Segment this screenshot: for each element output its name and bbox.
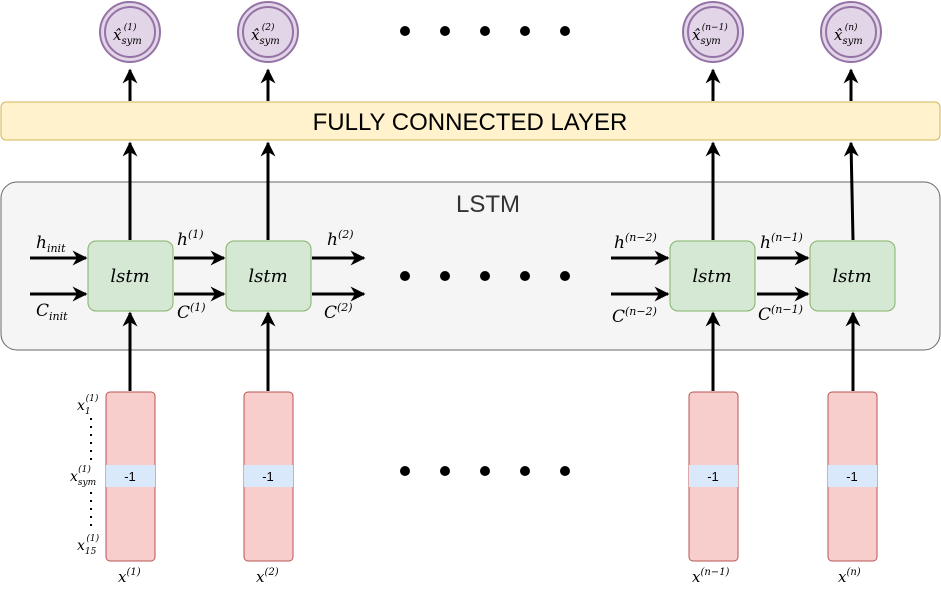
lstm-block-label: LSTM (456, 191, 520, 218)
lstm-cell-2 (225, 240, 312, 312)
element-label-last: x15(1) (77, 533, 100, 557)
ellipsis-dot (560, 271, 570, 281)
input-vector-n-1-label: x(n−1) (692, 567, 730, 586)
ellipsis-dot (400, 466, 410, 476)
output-label-2: x̂sym(2) (251, 22, 280, 47)
ellipsis-dot (400, 26, 410, 36)
input-element-labels: x1(1) xsym(1) x15(1) (70, 393, 100, 557)
c2-label: C(2) (324, 301, 353, 323)
fully-connected-layer (0, 101, 941, 141)
output-node-1 (99, 1, 161, 63)
ellipsis-dot (440, 271, 450, 281)
input-to-cell-arrows (122, 311, 861, 391)
output-node-2-inner (242, 6, 294, 58)
output-label-n-1: x̂sym(n−1) (692, 22, 728, 47)
lstm-cells: lstm lstm lstm lstm (87, 240, 896, 312)
lstm-cell-2-label: lstm (248, 266, 287, 287)
lstm-cell-n-1 (669, 240, 756, 312)
output-nodes: x̂sym(1) x̂sym(2) x̂sym(n−1) x̂sym(n) (99, 1, 882, 63)
sym-marker-1-value: -1 (124, 469, 136, 484)
sym-marker-n-value: -1 (846, 469, 858, 484)
h2-label: h(2) (327, 228, 354, 250)
sym-marker-1 (106, 465, 155, 487)
lstm-cell-n (809, 240, 896, 312)
sym-marker-n-1-value: -1 (707, 469, 719, 484)
input-vector-n-label: x(n) (838, 567, 861, 586)
lstm-cell-1-label: lstm (110, 266, 149, 287)
ellipsis-dot (480, 466, 490, 476)
output-label-1: x̂sym(1) (113, 22, 142, 47)
lstm-cell-1 (87, 240, 174, 312)
sym-marker-2 (244, 465, 293, 487)
c-init-label: Cinit (36, 301, 68, 323)
ellipsis-dot (440, 466, 450, 476)
cn2-label: C(n−2) (612, 305, 657, 327)
state-labels: hinit Cinit h(1) C(1) h(2) C(2) h(n−2) C… (36, 228, 803, 327)
sym-marker-2-value: -1 (262, 469, 274, 484)
ellipsis-dots (400, 26, 570, 476)
output-node-n-1-inner (687, 6, 739, 58)
c1-label: C(1) (177, 301, 206, 323)
output-node-n-1 (682, 1, 744, 63)
element-label-sym: xsym(1) (70, 464, 96, 488)
h1-label: h(1) (177, 228, 204, 250)
ellipsis-dot (480, 26, 490, 36)
output-label-n: x̂sym(n) (834, 22, 863, 47)
ellipsis-dot (480, 271, 490, 281)
output-node-1-inner (104, 6, 156, 58)
output-node-n (820, 1, 882, 63)
input-vectors: -1 x(1) -1 x(2) -1 x(n−1) -1 x(n) (105, 391, 878, 586)
ellipsis-dot (440, 26, 450, 36)
lstm-cell-n-label: lstm (832, 266, 871, 287)
ellipsis-dot (520, 271, 530, 281)
ellipsis-dot (520, 26, 530, 36)
fc-to-output-arrows (122, 68, 859, 101)
input-vector-2-label: x(2) (256, 567, 279, 586)
state-arrows (30, 250, 810, 302)
hn1-label: h(n−1) (760, 231, 803, 253)
h-init-label: hinit (36, 233, 66, 255)
ellipsis-dot (560, 26, 570, 36)
output-node-n-inner (825, 6, 877, 58)
input-vector-1-label: x(1) (118, 567, 141, 586)
ellipsis-dot (560, 466, 570, 476)
output-node-2 (237, 1, 299, 63)
sym-marker-n (828, 465, 877, 487)
lstm-cell-n-1-label: lstm (692, 266, 731, 287)
fully-connected-layer-label: FULLY CONNECTED LAYER (313, 109, 628, 136)
ellipsis-dot (520, 466, 530, 476)
cell-to-fc-arrows (122, 141, 859, 241)
sym-marker-n-1 (689, 465, 738, 487)
ellipsis-dot (400, 271, 410, 281)
element-label-first: x1(1) (77, 393, 99, 417)
cn1-label: C(n−1) (758, 303, 803, 325)
hn2-label: h(n−2) (614, 231, 657, 253)
